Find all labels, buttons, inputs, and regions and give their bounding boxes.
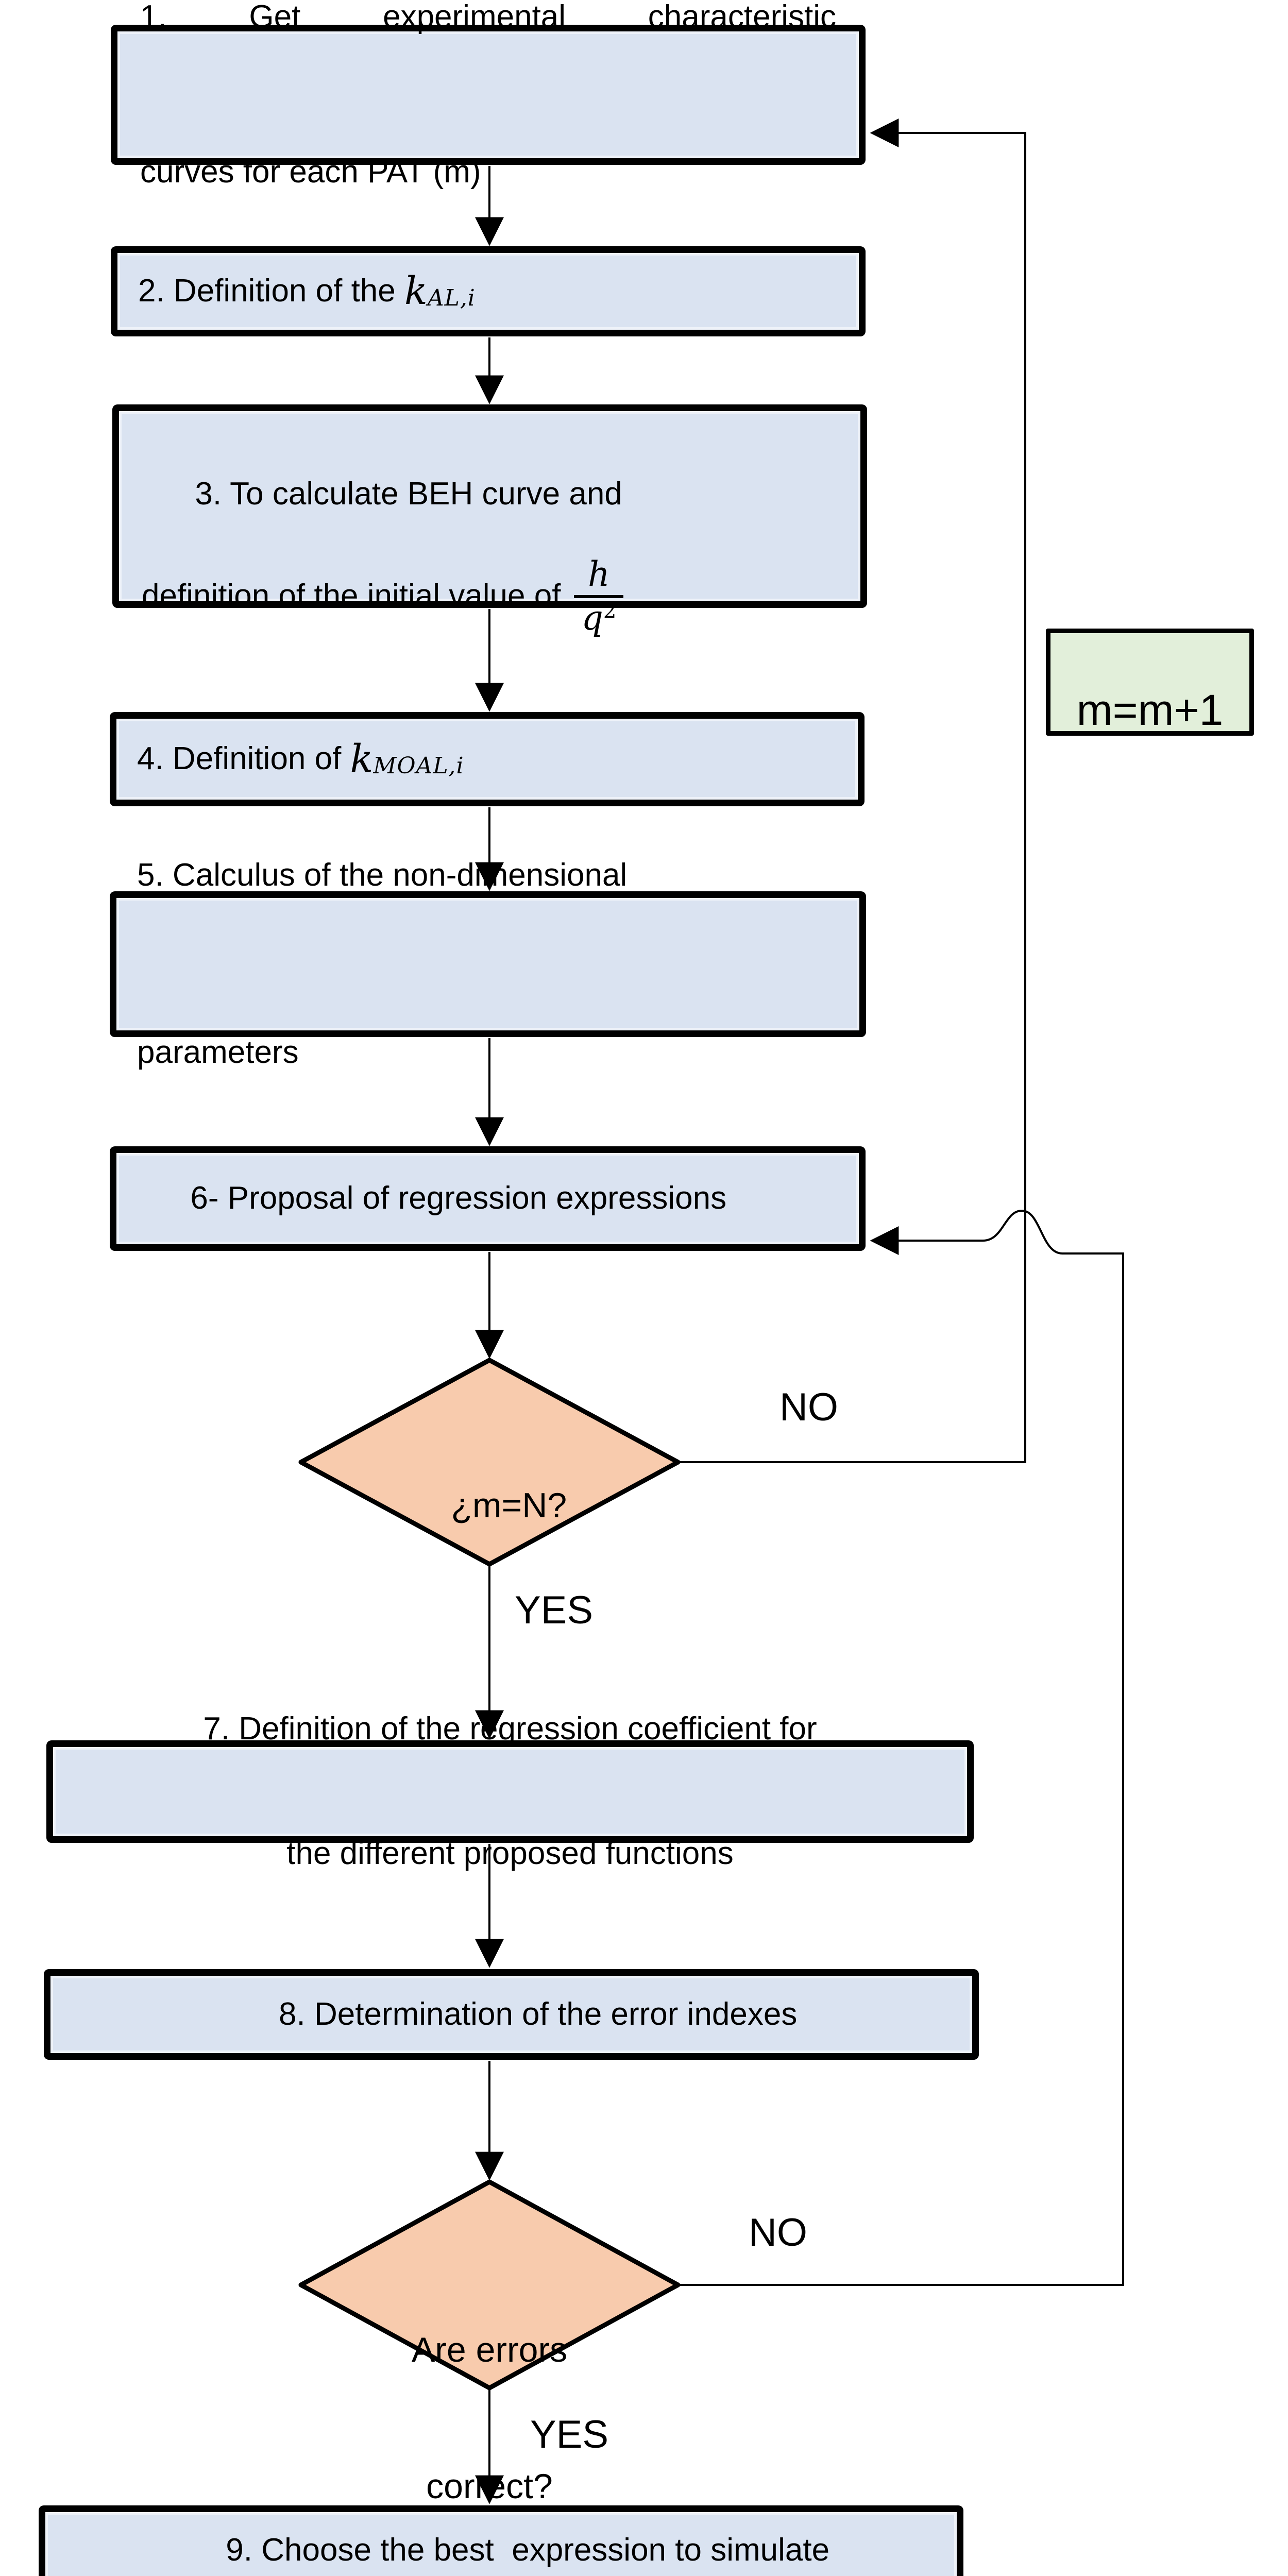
yes1-text: YES <box>514 1588 594 1632</box>
fraction-denominator-exponent: 2 <box>603 599 617 623</box>
loop-decision2-no-to-box6 <box>678 1209 1124 2286</box>
box4-math-subscript: MOAL,i <box>373 753 464 779</box>
process-box-8-error-indexes: 8. Determination of the error indexes <box>44 1969 979 2060</box>
process-box-6-regression-expressions: 6- Proposal of regression expressions <box>110 1146 866 1251</box>
process-box-5-non-dimensional-parameters: 5. Calculus of the non-dimensional param… <box>110 857 866 1070</box>
box4-text: 4. Definition of <box>137 741 350 777</box>
box2-text: 2. Definition of the <box>138 273 404 309</box>
box7-line2: the different proposed functions <box>286 1836 734 1872</box>
box7-line1: 7. Definition of the regression coeffici… <box>203 1711 817 1747</box>
box6-label: 6- Proposal of regression expressions <box>190 1180 727 1216</box>
decision2-label: Are errors correct? <box>361 2236 618 2576</box>
box8-label: 8. Determination of the error indexes <box>279 1996 798 2032</box>
box5-line1: 5. Calculus of the non-dimensional <box>137 857 628 893</box>
fraction-numerator: h <box>588 554 610 594</box>
edge-label-no-1: NO <box>742 1385 876 1430</box>
box1-line1: 1. Get experimental characteristic <box>140 0 836 35</box>
no1-text: NO <box>779 1385 838 1429</box>
box1-line2: curves for each PAT (m) <box>140 154 481 190</box>
decision-diamond-errors-correct <box>298 2179 681 2391</box>
counter-label: m=m+1 <box>1076 686 1224 734</box>
process-box-9-choose-best-expression: 9. Choose the best expression to simulat… <box>39 2505 963 2576</box>
box2-math-symbol: k <box>404 269 428 314</box>
decision1-label: ¿m=N? <box>361 1437 618 1574</box>
edge-label-yes-1: YES <box>487 1588 621 1633</box>
process-box-7-regression-coefficient: 7. Definition of the regression coeffici… <box>46 1711 974 1871</box>
decision2-question-line2: correct? <box>426 2466 553 2506</box>
box3-fraction: h q2 <box>574 554 624 636</box>
process-box-1-get-curves: 1. Get experimental characteristic curve… <box>111 0 866 190</box>
process-box-3-beh-curve: 3. To calculate BEH curve and definition… <box>112 404 867 636</box>
edge-label-yes-2: YES <box>502 2412 636 2457</box>
decision1-question: ¿m=N? <box>451 1486 567 1526</box>
decision2-question-line1: Are errors <box>411 2330 568 2369</box>
fraction-denominator-base: q <box>581 598 603 638</box>
fraction-bar <box>574 595 624 599</box>
fraction-denominator: q2 <box>582 600 617 636</box>
box5-line2: parameters <box>137 1035 299 1071</box>
yes2-text: YES <box>530 2413 609 2456</box>
box3-line1: 3. To calculate BEH curve and <box>195 476 622 512</box>
box3-line2: definition of the initial value of <box>142 578 561 614</box>
box9-label: 9. Choose the best expression to simulat… <box>226 2532 830 2568</box>
decision-diamond-m-equals-n <box>298 1358 681 1567</box>
no2-text: NO <box>749 2211 807 2255</box>
edge-label-no-2: NO <box>711 2210 845 2255</box>
box2-math-subscript: AL,i <box>427 285 476 312</box>
loop-decision1-no-to-box1 <box>678 118 1026 1463</box>
counter-box-m-increment: m=m+1 <box>1046 629 1254 736</box>
box4-math-symbol: k <box>350 737 374 782</box>
